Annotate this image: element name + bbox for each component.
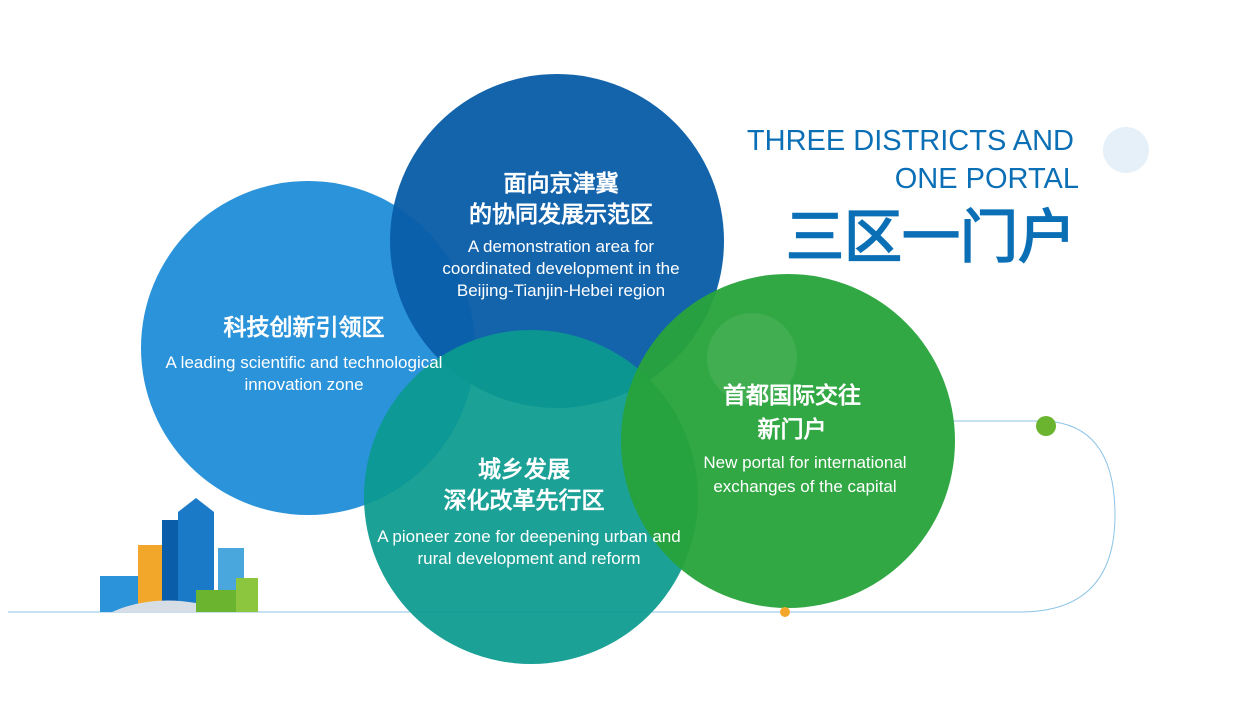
bottom-circle-en-line1: A pioneer zone for deepening urban and xyxy=(377,527,680,546)
circle-right-international-portal xyxy=(621,274,955,608)
accent-dot-green xyxy=(1036,416,1056,436)
title-en-line2: ONE PORTAL xyxy=(895,163,1079,195)
top-circle-zh-line1: 面向京津冀 xyxy=(504,170,619,197)
accent-dot-orange xyxy=(780,607,790,617)
city-skyline-icon xyxy=(100,498,258,612)
right-circle-en-line2: exchanges of the capital xyxy=(713,477,896,496)
bottom-circle-en-line2: rural development and reform xyxy=(417,549,640,568)
title-zh: 三区一门户 xyxy=(786,203,1076,271)
top-circle-en-line1: A demonstration area for xyxy=(468,237,655,256)
overlap-highlight xyxy=(707,313,797,403)
top-circle-en-line2: coordinated development in the xyxy=(442,259,679,278)
left-circle-en-line2: innovation zone xyxy=(244,375,363,394)
left-circle-en-line1: A leading scientific and technological xyxy=(166,353,443,372)
decorative-dot xyxy=(1103,127,1149,173)
bottom-circle-zh-line1: 城乡发展 xyxy=(478,456,570,483)
right-circle-en-line1: New portal for international xyxy=(703,453,906,472)
top-circle-en-line3: Beijing-Tianjin-Hebei region xyxy=(457,281,665,300)
right-circle-zh-line2: 新门户 xyxy=(758,416,827,443)
circle-bottom-urban-rural xyxy=(364,330,698,664)
right-circle-zh-line1: 首都国际交往 xyxy=(723,382,861,409)
title-en-line1: THREE DISTRICTS AND xyxy=(747,125,1074,157)
circle-top-coordination xyxy=(390,74,724,408)
top-circle-zh-line2: 的协同发展示范区 xyxy=(469,201,653,228)
bottom-circle-zh-line2: 深化改革先行区 xyxy=(444,487,605,514)
left-circle-zh: 科技创新引领区 xyxy=(224,314,385,341)
